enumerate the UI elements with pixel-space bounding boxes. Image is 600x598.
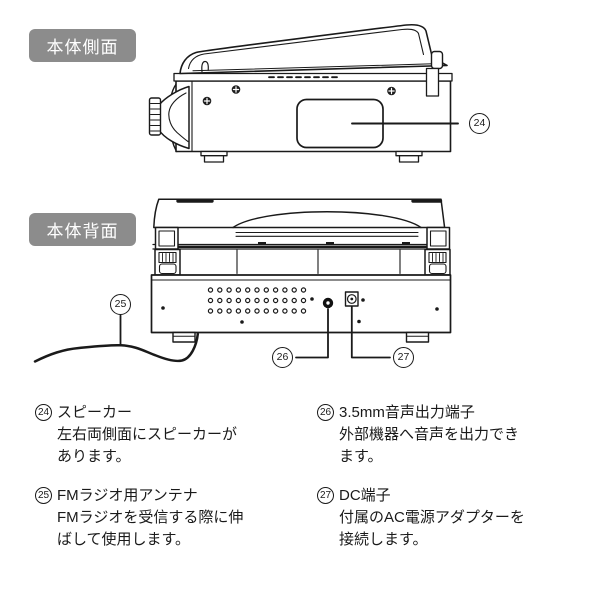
legend-desc-line: 接続します。 xyxy=(339,531,428,548)
side-screw xyxy=(387,86,396,96)
side-dust-cover-bottom-line xyxy=(192,63,434,72)
audio-out-jack xyxy=(322,297,334,309)
legend-desc-line: 左右両側面にスピーカーが xyxy=(57,426,238,443)
callout-26-leader-line xyxy=(295,308,329,359)
side-dust-cover xyxy=(179,23,448,75)
back-foot xyxy=(405,331,430,343)
callout-27-badge: 27 xyxy=(393,347,414,368)
legend-desc-line: 付属のAC電源アダプターを xyxy=(339,509,525,526)
back-foot xyxy=(172,331,196,343)
legend-title-audio-out: 3.5mm音声出力端子 xyxy=(339,404,475,421)
side-foot xyxy=(200,150,228,163)
legend-item-fm-antenna: 25 FMラジオ用アンテナ FMラジオを受信する際に伸 ばして使用します。 xyxy=(35,485,311,551)
side-screw xyxy=(231,85,241,94)
legend-item-audio-out: 26 3.5mm音声出力端子 外部機器へ音声を出力でき ます。 xyxy=(317,402,593,468)
callout-24-badge: 24 xyxy=(469,113,490,134)
side-knob-knurl-ridges xyxy=(150,103,161,132)
back-lid xyxy=(153,198,446,229)
back-dust-cover-dome xyxy=(232,211,422,229)
section-label-back: 本体背面 xyxy=(29,213,136,246)
callout-27-leader-line xyxy=(350,305,391,359)
legend-desc-line: FMラジオを受信する際に伸 xyxy=(57,509,244,526)
dc-jack xyxy=(344,291,359,307)
fm-antenna-wire xyxy=(33,332,200,363)
callout-26-badge: 26 xyxy=(272,347,293,368)
side-knob-inner xyxy=(168,92,189,143)
callout-25-badge: 25 xyxy=(110,294,131,315)
legend-num-26: 26 xyxy=(317,404,334,421)
legend-title-dc-jack: DC端子 xyxy=(339,487,391,504)
legend-num-27: 27 xyxy=(317,487,334,504)
legend-desc-line: ばして使用します。 xyxy=(57,531,191,548)
side-screw xyxy=(202,96,212,106)
legend-item-dc-jack: 27 DC端子 付属のAC電源アダプターを 接続します。 xyxy=(317,485,593,551)
legend-title-speaker: スピーカー xyxy=(57,404,133,421)
legend-item-speaker: 24 スピーカー 左右両側面にスピーカーが あります。 xyxy=(35,402,311,468)
legend-title-fm-antenna: FMラジオ用アンテナ xyxy=(57,487,198,504)
back-deck-dashes xyxy=(258,242,410,245)
legend-desc-line: 外部機器へ音声を出力でき xyxy=(339,426,520,443)
legend-num-24: 24 xyxy=(35,404,52,421)
side-top-rail xyxy=(173,72,453,82)
legend-column-right: 26 3.5mm音声出力端子 外部機器へ音声を出力でき ます。 27 DC端子 … xyxy=(317,402,593,568)
back-screw-holes xyxy=(161,297,439,324)
back-deck-lines xyxy=(152,243,447,250)
section-label-side: 本体側面 xyxy=(29,29,136,62)
vent-holes xyxy=(207,287,307,314)
side-rear-hinge xyxy=(430,50,444,70)
back-view-drawing xyxy=(33,198,452,363)
side-lid-latch-hook xyxy=(201,60,209,73)
side-dust-cover-inner-line xyxy=(187,28,425,70)
legend-num-25: 25 xyxy=(35,487,52,504)
side-view-drawing xyxy=(148,23,459,163)
legend-desc-line: あります。 xyxy=(57,448,131,465)
back-band-seams xyxy=(236,249,401,275)
side-foot xyxy=(395,150,423,163)
legend-desc-line: ます。 xyxy=(339,448,383,465)
legend-column-left: 24 スピーカー 左右両側面にスピーカーが あります。 25 FMラジオ用アンテ… xyxy=(35,402,311,568)
back-body-panel xyxy=(150,274,452,334)
back-dome-lines xyxy=(235,231,419,237)
back-left-hinge xyxy=(154,226,181,276)
side-rear-strip xyxy=(425,67,440,97)
back-right-hinge xyxy=(424,226,451,276)
